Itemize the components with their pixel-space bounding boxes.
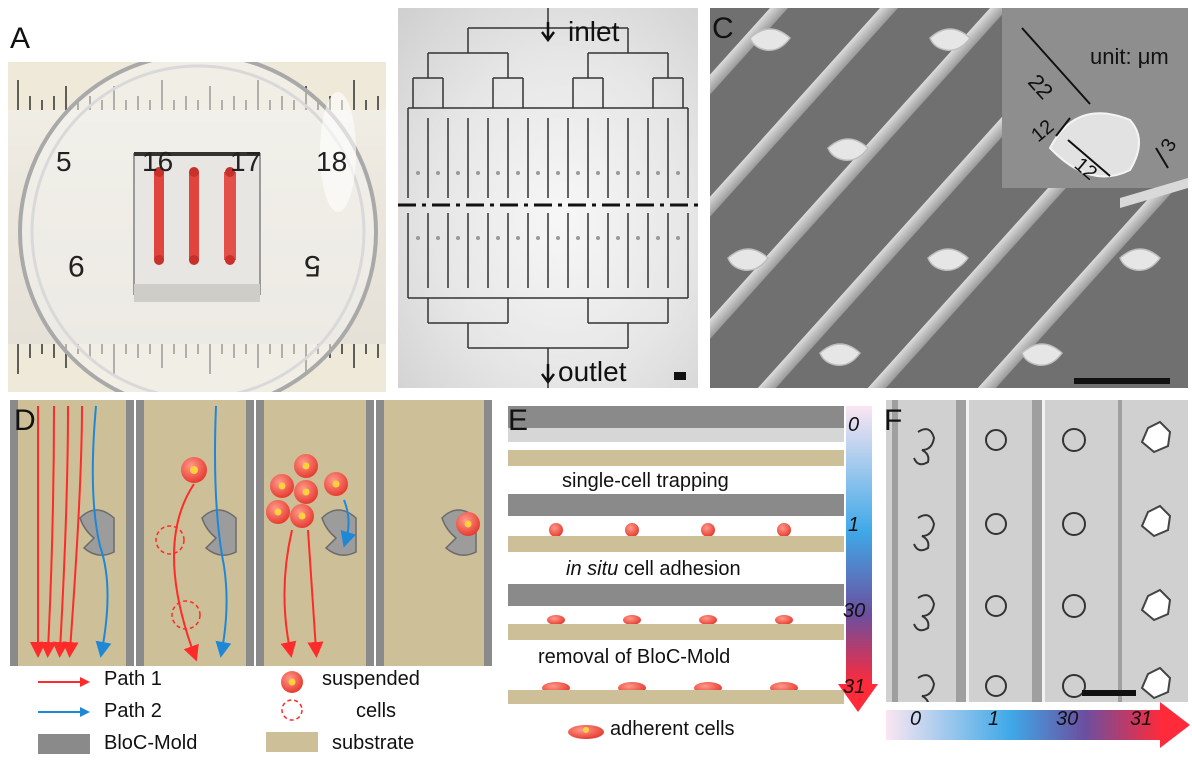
time-label: 1 xyxy=(988,708,1000,730)
ruler-number: 5 xyxy=(304,249,321,282)
time-label: 1 xyxy=(848,514,860,536)
time-label: 30 xyxy=(1056,708,1079,730)
panel-c-sem: unit: μm 22 12 12 3 xyxy=(710,8,1188,388)
step-label-removal: removal of BloC-Mold xyxy=(538,646,731,668)
panel-f-micrographs xyxy=(886,400,1188,702)
ruler-number: 16 xyxy=(142,146,174,177)
ruler-number: 18 xyxy=(316,146,348,177)
time-label: 31 xyxy=(843,676,866,698)
panel-label-a: A xyxy=(10,22,31,55)
panel-e-process xyxy=(508,406,878,739)
panel-label-e: E xyxy=(508,404,529,437)
legend-cells: cells xyxy=(356,700,397,722)
panel-b-micrograph: inlet outlet xyxy=(398,8,698,388)
inlet-label: inlet xyxy=(568,16,620,47)
panel-b-network xyxy=(398,8,698,388)
panel-label-d: D xyxy=(14,404,36,437)
in-situ-text: in situ xyxy=(566,558,619,580)
legend-mold: BloC-Mold xyxy=(104,732,198,754)
cell-adhesion-text: cell adhesion xyxy=(623,558,741,580)
legend-path1: Path 1 xyxy=(104,668,162,690)
ruler-number: 5 xyxy=(56,146,72,177)
time-label: 0 xyxy=(910,708,922,730)
panel-label-c: C xyxy=(712,12,734,45)
panel-f-time-arrow xyxy=(886,702,1190,748)
legend-swatches xyxy=(38,677,90,754)
panel-c-drawing xyxy=(710,8,1188,388)
adherent-label: adherent cells xyxy=(610,718,735,740)
step-label-trapping: single-cell trapping xyxy=(562,470,729,492)
step-label-adhesion: in situ cell adhesion xyxy=(566,558,741,581)
legend-suspended: suspended xyxy=(322,668,420,690)
legend-path2: Path 2 xyxy=(104,700,162,722)
outlet-label: outlet xyxy=(558,356,627,387)
ruler-number: 9 xyxy=(68,249,85,282)
panel-label-f: F xyxy=(884,404,903,437)
time-label: 0 xyxy=(848,414,860,436)
time-label: 30 xyxy=(843,600,866,622)
panel-a-photo: 5 16 17 18 9 5 xyxy=(8,62,386,392)
unit-label: unit: μm xyxy=(1090,44,1169,69)
time-label: 31 xyxy=(1130,708,1153,730)
panel-d-schematic xyxy=(10,400,492,666)
ruler-number: 17 xyxy=(230,146,262,177)
panel-f-drawing xyxy=(886,400,1188,702)
panel-a-drawing xyxy=(8,62,386,392)
legend-substrate: substrate xyxy=(332,732,415,754)
legend-cell-swatches xyxy=(266,671,318,752)
